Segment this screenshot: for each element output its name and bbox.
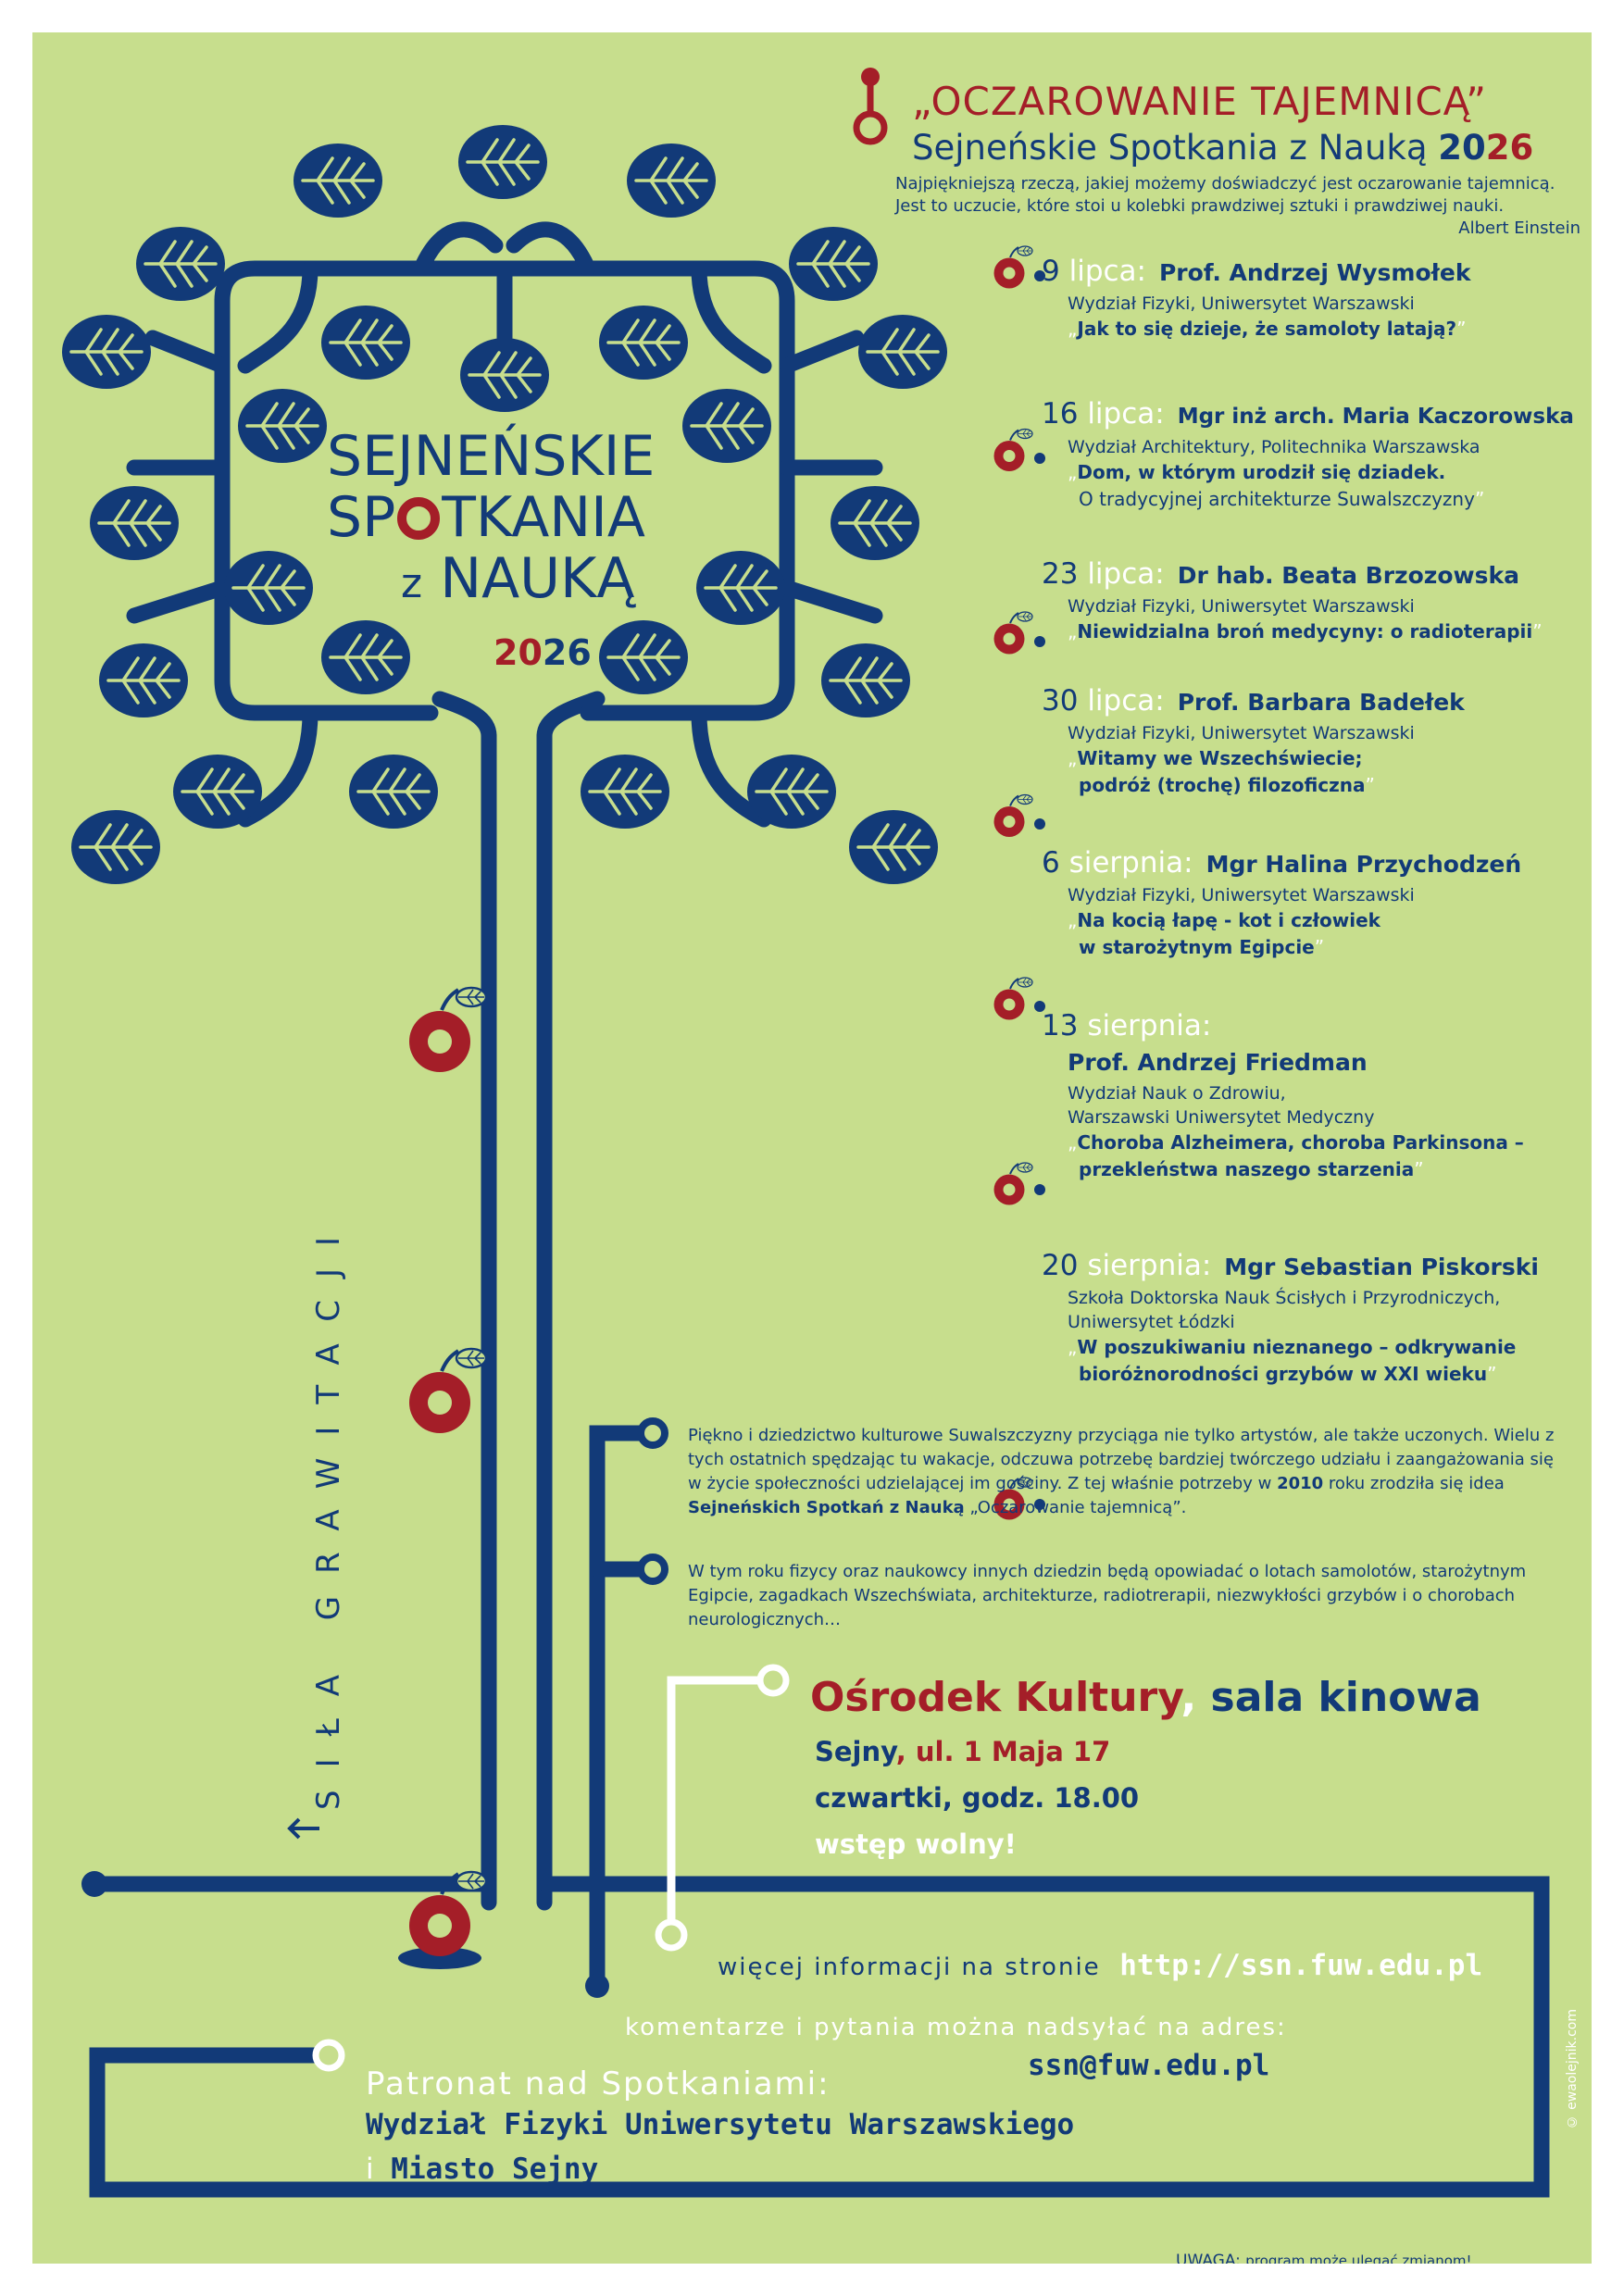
lecture-item: 13 sierpnia: Prof. Andrzej Friedman Wydz… <box>1042 1009 1524 1180</box>
lecture-item: 23 lipca:Dr hab. Beata Brzozowska Wydzia… <box>1042 557 1543 643</box>
about-paragraph-2: W tym roku fizycy oraz naukowcy innych d… <box>688 1562 1527 1629</box>
event-title: „OCZAROWANIE TAJEMNICĄ” <box>912 79 1487 124</box>
email-link[interactable]: ssn@fuw.edu.pl <box>1028 2049 1270 2082</box>
patronage-faculty: Wydział Fizyki Uniwersytetu Warszawskieg… <box>366 2108 1075 2141</box>
program-note: UWAGA: program może ulegać zmianom! <box>1176 2252 1472 2264</box>
tree-artwork <box>60 68 1550 2198</box>
gravity-side-text: SIŁA GRAWITACJI <box>310 1214 347 1810</box>
patronage-city: i Miasto Sejny <box>366 2152 599 2186</box>
venue-time: czwartki, godz. 18.00 <box>815 1782 1140 1814</box>
einstein-quote: Najpiękniejszą rzeczą, jakiej możemy doś… <box>895 174 1580 238</box>
lecture-item: 30 lipca:Prof. Barbara Badełek Wydział F… <box>1042 684 1465 796</box>
entry-free: wstęp wolny! <box>815 1828 1017 1860</box>
venue-address: Sejny, ul. 1 Maja 17 <box>815 1736 1111 1767</box>
more-info: więcej informacji na stronie http://ssn.… <box>718 1949 1483 1982</box>
event-subtitle: Sejneńskie Spotkania z Nauką 2026 <box>912 128 1534 168</box>
logo-line3: z NAUKĄ <box>401 546 635 611</box>
comments-text: komentarze i pytania można nadsyłać na a… <box>625 2014 1287 2041</box>
lecture-item: 20 sierpnia:Mgr Sebastian Piskorski Szko… <box>1042 1249 1539 1385</box>
website-link[interactable]: http://ssn.fuw.edu.pl <box>1119 1949 1483 1982</box>
quote-author: Albert Einstein <box>1458 218 1580 238</box>
lecture-item: 16 lipca:Mgr inż arch. Maria Kaczorowska… <box>1042 397 1574 510</box>
logo-year: 2026 <box>493 632 592 673</box>
lecture-item: 6 sierpnia:Mgr Halina Przychodzeń Wydzia… <box>1042 846 1522 958</box>
designer-credit: © ewaolejnik.com <box>1565 2009 1580 2129</box>
logo-line1: SEJNEŃSKIE <box>327 424 656 489</box>
patronage-heading: Patronat nad Spotkaniami: <box>366 2065 831 2103</box>
logo-o-apple <box>397 497 441 540</box>
venue-heading: Ośrodek Kultury, sala kinowa <box>810 1674 1481 1721</box>
lecture-item: 9 lipca:Prof. Andrzej Wysmołek Wydział F… <box>1042 255 1471 340</box>
about-paragraph-1: Piękno i dziedzictwo kulturowe Suwalszcz… <box>688 1426 1555 1517</box>
